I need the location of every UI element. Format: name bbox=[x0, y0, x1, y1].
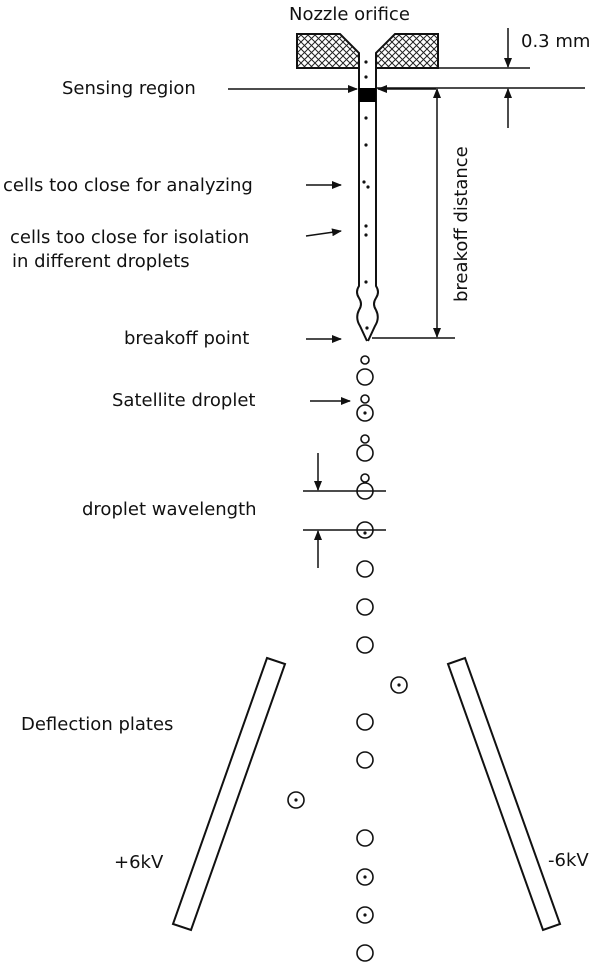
sensing-region-label: Sensing region bbox=[62, 78, 196, 99]
nozzle-right-block bbox=[375, 33, 439, 69]
positive-deflection-plate bbox=[171, 656, 287, 932]
negative-voltage-label: -6kV bbox=[548, 850, 589, 871]
cells-isolation-arrow bbox=[305, 228, 342, 237]
cell bbox=[363, 531, 367, 535]
cell bbox=[364, 224, 368, 228]
cell bbox=[362, 180, 366, 184]
droplet bbox=[356, 368, 374, 386]
cell bbox=[397, 683, 401, 687]
dimension-label: 0.3 mm bbox=[521, 31, 590, 52]
droplet bbox=[356, 598, 374, 616]
deflection-plates-label: Deflection plates bbox=[21, 714, 173, 735]
cell bbox=[364, 280, 368, 284]
nozzle-orifice-label: Nozzle orifice bbox=[289, 4, 410, 25]
droplet-cells bbox=[294, 411, 401, 917]
cell bbox=[363, 411, 367, 415]
stream-right-edge bbox=[367, 53, 379, 342]
droplet bbox=[356, 444, 374, 462]
cell bbox=[366, 185, 370, 189]
droplet bbox=[356, 868, 374, 886]
cell bbox=[364, 60, 368, 64]
satellite-droplet bbox=[360, 434, 370, 444]
pointer-arrows bbox=[228, 85, 436, 405]
nozzle-left-block bbox=[296, 33, 360, 69]
cells-analyzing-label: cells too close for analyzing bbox=[3, 175, 253, 196]
deflection-plates bbox=[171, 656, 562, 932]
breakoff-point-label: breakoff point bbox=[124, 328, 249, 349]
cells bbox=[362, 60, 370, 330]
cell bbox=[363, 913, 367, 917]
stream-left-edge bbox=[356, 53, 368, 342]
cells-isolation-label-line2: in different droplets bbox=[12, 251, 190, 272]
cells-isolation-label-line1: cells too close for isolation bbox=[10, 227, 249, 248]
satellite-droplet bbox=[360, 355, 370, 365]
cell bbox=[364, 233, 368, 237]
droplet bbox=[356, 636, 374, 654]
cell bbox=[364, 116, 368, 120]
satellite-droplet-label: Satellite droplet bbox=[112, 390, 255, 411]
liquid-stream bbox=[356, 53, 379, 342]
satellite-droplet bbox=[360, 473, 370, 483]
droplet bbox=[356, 560, 374, 578]
cell bbox=[364, 75, 368, 79]
deflected-droplet-left bbox=[287, 791, 305, 809]
droplets bbox=[287, 355, 408, 962]
droplet bbox=[356, 944, 374, 962]
nozzle bbox=[296, 33, 439, 69]
negative-deflection-plate bbox=[446, 656, 562, 932]
orifice-dimension bbox=[376, 28, 585, 128]
droplet bbox=[356, 713, 374, 731]
droplet bbox=[356, 751, 374, 769]
sensing-region bbox=[359, 88, 376, 102]
droplet bbox=[356, 829, 374, 847]
deflected-droplet-right bbox=[390, 676, 408, 694]
cell bbox=[364, 143, 368, 147]
cell bbox=[365, 326, 369, 330]
droplet bbox=[356, 404, 374, 422]
positive-voltage-label: +6kV bbox=[114, 852, 164, 873]
cell bbox=[294, 798, 298, 802]
satellite-droplet bbox=[360, 394, 370, 404]
droplet bbox=[356, 906, 374, 924]
wavelength-dimension bbox=[303, 453, 386, 568]
droplet-wavelength-label: droplet wavelength bbox=[82, 499, 257, 520]
cell bbox=[363, 875, 367, 879]
breakoff-distance-label: breakoff distance bbox=[451, 146, 472, 302]
breakoff-distance-dimension bbox=[372, 88, 455, 339]
